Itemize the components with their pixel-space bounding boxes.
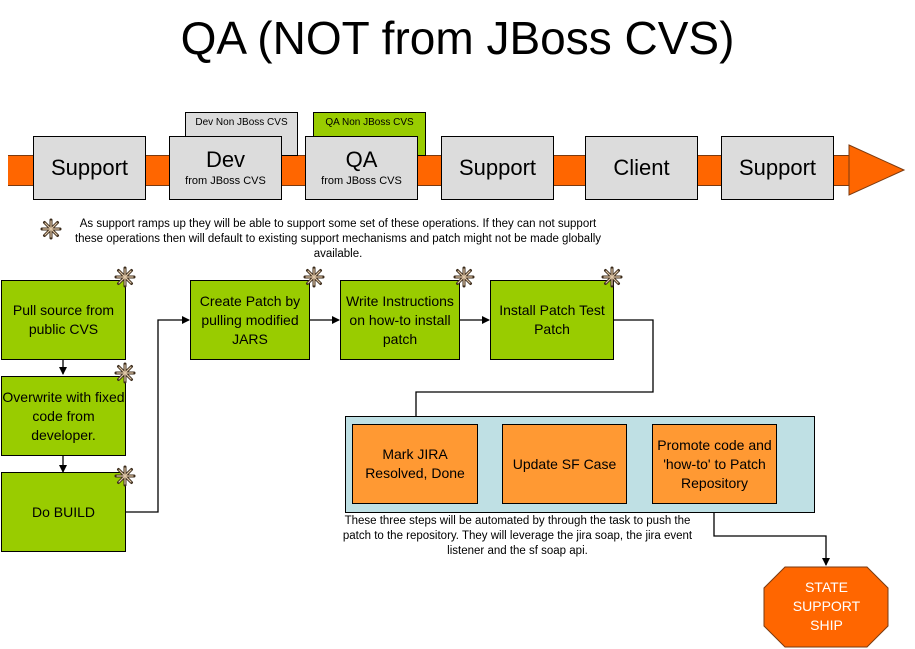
stage-label: Support bbox=[50, 155, 129, 180]
diagram-title: QA (NOT from JBoss CVS) bbox=[180, 12, 735, 64]
step-update-sf-case: Update SF Case bbox=[502, 424, 627, 504]
stage-label: Client bbox=[613, 155, 670, 180]
stage-label: QA bbox=[345, 147, 378, 172]
asterisk-star-icon bbox=[114, 465, 136, 487]
stage-qa: QA from JBoss CVS bbox=[305, 136, 418, 200]
stage-label: Support bbox=[738, 155, 817, 180]
step-create-patch: Create Patch by pulling modified JARS bbox=[190, 280, 310, 360]
end-state-label: STATE SUPPORT SHIP bbox=[763, 578, 890, 635]
asterisk-star-icon bbox=[114, 362, 136, 384]
connector-promote-to-state bbox=[713, 504, 830, 566]
step-pull-source: Pull source from public CVS bbox=[1, 280, 126, 360]
stage-label: Dev bbox=[205, 147, 246, 172]
asterisk-star-icon bbox=[40, 218, 62, 240]
end-state-line-1: STATE bbox=[804, 579, 849, 595]
stage-label: Support bbox=[458, 155, 537, 180]
stage-client: Client bbox=[585, 136, 698, 200]
asterisk-star-icon bbox=[303, 266, 325, 288]
asterisk-star-icon bbox=[601, 266, 623, 288]
end-state-line-2: SUPPORT bbox=[792, 598, 861, 614]
step-write-instructions: Write Instructions on how-to install pat… bbox=[340, 280, 460, 360]
stage-dev: Dev from JBoss CVS bbox=[169, 136, 282, 200]
step-overwrite: Overwrite with fixed code from developer… bbox=[1, 376, 126, 456]
stage-support-2: Support bbox=[441, 136, 554, 200]
timeline-band bbox=[8, 155, 850, 186]
stage-support-1: Support bbox=[33, 136, 146, 200]
end-state-octagon bbox=[763, 566, 889, 648]
automation-note: These three steps will be automated by t… bbox=[342, 515, 693, 557]
timeline-arrowhead bbox=[848, 144, 906, 196]
step-mark-jira: Mark JIRA Resolved, Done bbox=[352, 424, 478, 504]
step-install-patch: Install Patch Test Patch bbox=[490, 280, 614, 360]
end-state-line-3: SHIP bbox=[810, 617, 843, 633]
stage-sublabel: from JBoss CVS bbox=[321, 175, 402, 187]
legend-note: As support ramps up they will be able to… bbox=[74, 218, 602, 260]
step-do-build: Do BUILD bbox=[1, 472, 126, 552]
step-promote-code: Promote code and 'how-to' to Patch Repos… bbox=[652, 424, 777, 504]
asterisk-star-icon bbox=[114, 266, 136, 288]
stage-sublabel: from JBoss CVS bbox=[185, 175, 266, 187]
stage-support-3: Support bbox=[721, 136, 834, 200]
asterisk-star-icon bbox=[453, 266, 475, 288]
